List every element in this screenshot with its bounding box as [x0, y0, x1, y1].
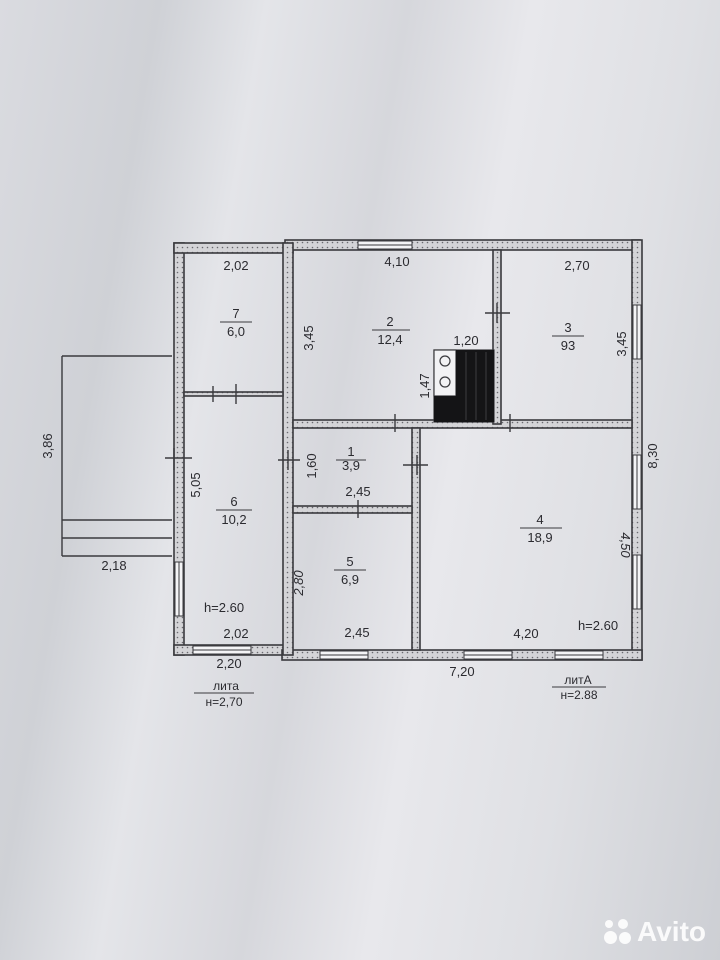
- lit-left-height: н=2,70: [206, 695, 243, 709]
- dim-room2-height: 3,45: [301, 325, 316, 350]
- dimension-labels: 2,02 4,10 2,70 1,20 1,47 3,45 3,45 3,86 …: [40, 254, 660, 679]
- room-labels: 7 6,0 2 12,4 3 93 1 3,9 6 10,2 5 6,9 4 1…: [216, 306, 584, 587]
- dim-room5-width: 2,45: [344, 625, 369, 640]
- room-5-number: 5: [346, 554, 353, 569]
- avito-watermark: Avito: [602, 916, 706, 948]
- room-5-area: 6,9: [341, 572, 359, 587]
- avito-logo-icon: [602, 917, 632, 947]
- stove: [433, 349, 495, 423]
- room-7-area: 6,0: [227, 324, 245, 339]
- door-marks: [165, 303, 511, 518]
- dim-room1-width: 2,45: [345, 484, 370, 499]
- interior-walls: [183, 249, 633, 651]
- room-7-number: 7: [232, 306, 239, 321]
- room-6-area: 10,2: [221, 512, 246, 527]
- dim-bottom-left-inner: 2,02: [223, 626, 248, 641]
- dim-room6-height: 5,05: [188, 472, 203, 497]
- dim-porch-height: 3,86: [40, 433, 55, 458]
- room-4-area: 18,9: [527, 530, 552, 545]
- room-1-area: 3,9: [342, 458, 360, 473]
- dim-stove-side: 1,47: [417, 373, 432, 398]
- outer-walls: [173, 239, 643, 661]
- dim-top-left: 2,02: [223, 258, 248, 273]
- dim-room4-width: 4,20: [513, 626, 538, 641]
- room-4-number: 4: [536, 512, 543, 527]
- ceiling-height-left: h=2.60: [204, 600, 244, 615]
- dim-total-height: 8,30: [645, 443, 660, 468]
- lit-labels: лита н=2,70 литА н=2.88: [194, 673, 606, 709]
- dim-room5-height: 2,80: [291, 570, 306, 597]
- lit-right-name: литА: [564, 673, 591, 687]
- dim-room1-height: 1,60: [304, 453, 319, 478]
- room-3-number: 3: [564, 320, 571, 335]
- room-6-number: 6: [230, 494, 237, 509]
- ceiling-height-right: h=2.60: [578, 618, 618, 633]
- windows: [174, 240, 642, 660]
- room-1-number: 1: [347, 444, 354, 459]
- lit-left-name: лита: [213, 679, 239, 693]
- dim-bottom-left-outer: 2,20: [216, 656, 241, 671]
- dim-room4-height: 4,50: [618, 532, 633, 558]
- room-2-area: 12,4: [377, 332, 402, 347]
- room-2-number: 2: [386, 314, 393, 329]
- room-3-area: 93: [561, 338, 575, 353]
- dim-porch-width: 2,18: [101, 558, 126, 573]
- dim-stove: 1,20: [453, 333, 478, 348]
- dim-top-mid: 4,10: [384, 254, 409, 269]
- dim-bottom-total: 7,20: [449, 664, 474, 679]
- lit-right-height: н=2.88: [561, 688, 598, 702]
- dim-room3-height: 3,45: [614, 331, 629, 356]
- porch: [61, 355, 172, 557]
- avito-wordmark: Avito: [637, 916, 706, 947]
- dim-top-right: 2,70: [564, 258, 589, 273]
